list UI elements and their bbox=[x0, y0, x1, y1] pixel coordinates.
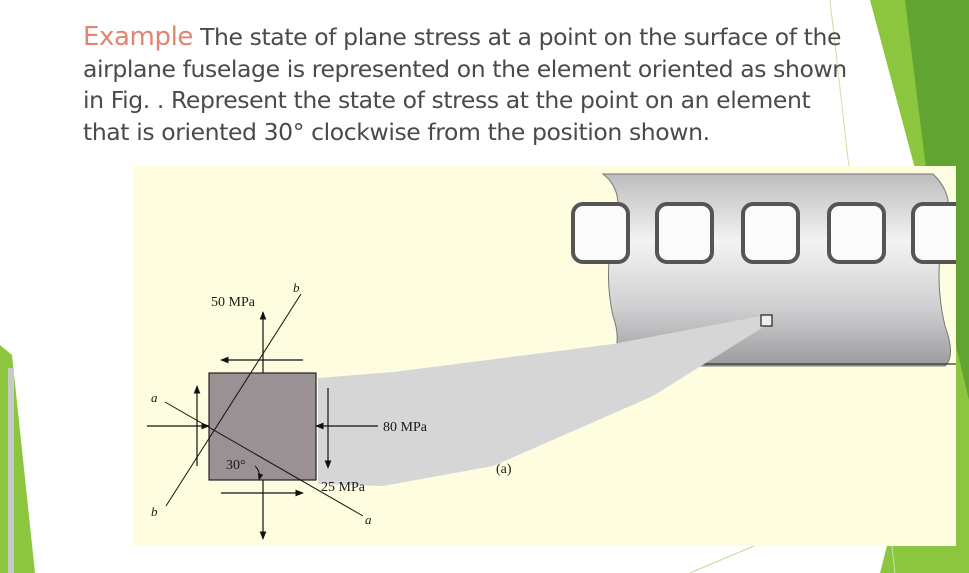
label-25-mpa: 25 MPa bbox=[321, 480, 366, 495]
callout-cone bbox=[318, 316, 765, 486]
label-axis-a-top: a bbox=[151, 390, 158, 405]
problem-statement: The state of plane stress at a point on … bbox=[83, 23, 847, 146]
figure-caption: (a) bbox=[496, 462, 512, 477]
axis-a-line bbox=[164, 401, 364, 517]
fuselage-windows bbox=[571, 202, 956, 264]
label-axis-b-top: b bbox=[293, 280, 300, 295]
example-heading: Example bbox=[83, 22, 193, 52]
decor-left-green bbox=[0, 345, 35, 573]
window bbox=[827, 202, 886, 264]
axis-b-line bbox=[165, 293, 302, 507]
angle-arc bbox=[254, 465, 264, 481]
window bbox=[911, 202, 956, 264]
label-80-mpa: 80 MPa bbox=[383, 420, 428, 435]
decor-left-bar bbox=[8, 368, 14, 573]
point-marker bbox=[760, 314, 773, 327]
slide-body-text: Example The state of plane stress at a p… bbox=[83, 22, 863, 148]
window bbox=[571, 202, 630, 264]
stress-element bbox=[208, 372, 317, 481]
label-50-mpa: 50 MPa bbox=[211, 295, 256, 310]
label-axis-a-bottom: a bbox=[365, 512, 372, 527]
label-axis-b-bottom: b bbox=[151, 504, 158, 519]
label-angle: 30° bbox=[226, 458, 246, 473]
window bbox=[655, 202, 714, 264]
window bbox=[741, 202, 800, 264]
stress-figure: 50 MPa 80 MPa 25 MPa 30° a a b b (a) bbox=[133, 166, 956, 546]
